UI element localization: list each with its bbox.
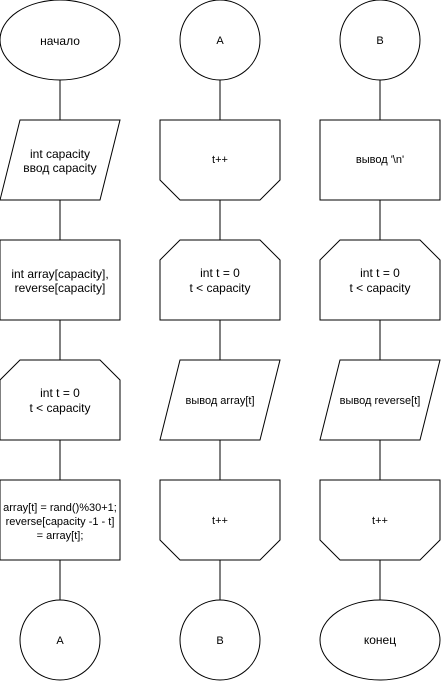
loop1-line-2: t < capacity — [29, 401, 90, 415]
loop3-line-2: t < capacity — [349, 281, 410, 295]
connector-a-out: A — [19, 599, 101, 681]
loop2-line-1: int t = 0 — [200, 266, 240, 280]
loop-end-3: t++ — [319, 479, 441, 561]
connector-b-in: B — [339, 0, 421, 81]
loop-end-2: t++ — [159, 479, 281, 561]
output-newline-label: вывод '\n' — [356, 154, 404, 166]
loop-start-3: int t = 0 t < capacity — [319, 239, 441, 321]
loop-start-1: int t = 0 t < capacity — [0, 359, 121, 441]
output-reverse-label: вывод reverse[t] — [340, 395, 421, 407]
connector-a-out-label: A — [56, 635, 64, 647]
output-reverse-parallelogram: вывод reverse[t] — [319, 359, 441, 441]
connector-a-in: A — [179, 0, 261, 81]
assign-values-process: array[t] = rand()%30+1; reverse[capacity… — [0, 479, 121, 561]
assign-line-1: array[t] = rand()%30+1; — [3, 502, 117, 514]
loop-end-3-label: t++ — [372, 515, 388, 527]
loop3-line-1: int t = 0 — [360, 266, 400, 280]
loop-end-1: t++ — [159, 119, 281, 201]
output-newline-process: вывод '\n' — [319, 119, 441, 201]
assign-line-2: reverse[capacity -1 - t] — [6, 516, 115, 528]
declare-line-2: reverse[capacity] — [15, 281, 106, 295]
input-line-2: ввод capacity — [23, 161, 96, 175]
loop1-line-1: int t = 0 — [40, 386, 80, 400]
loop-end-2-label: t++ — [212, 515, 228, 527]
loop-start-2: int t = 0 t < capacity — [159, 239, 281, 321]
output-array-label: вывод array[t] — [185, 395, 254, 407]
declare-line-1: int array[capacity], — [11, 267, 108, 281]
loop-end-1-label: t++ — [212, 154, 228, 166]
output-array-parallelogram: вывод array[t] — [159, 359, 281, 441]
connector-b-out: B — [179, 599, 261, 681]
connector-b-out-label: B — [216, 635, 223, 647]
assign-line-3: = array[t]; — [37, 530, 84, 542]
connector-a-in-label: A — [216, 35, 224, 47]
start-terminator: начало — [0, 0, 121, 81]
input-capacity-parallelogram: int capacity ввод capacity — [0, 119, 121, 201]
connector-lines — [59, 80, 381, 600]
loop2-line-2: t < capacity — [189, 281, 250, 295]
end-label: конец — [364, 633, 396, 647]
start-label: начало — [40, 34, 80, 48]
connector-b-in-label: B — [376, 35, 383, 47]
declare-arrays-process: int array[capacity], reverse[capacity] — [0, 239, 121, 321]
input-line-1: int capacity — [30, 147, 90, 161]
end-terminator: конец — [319, 599, 441, 681]
